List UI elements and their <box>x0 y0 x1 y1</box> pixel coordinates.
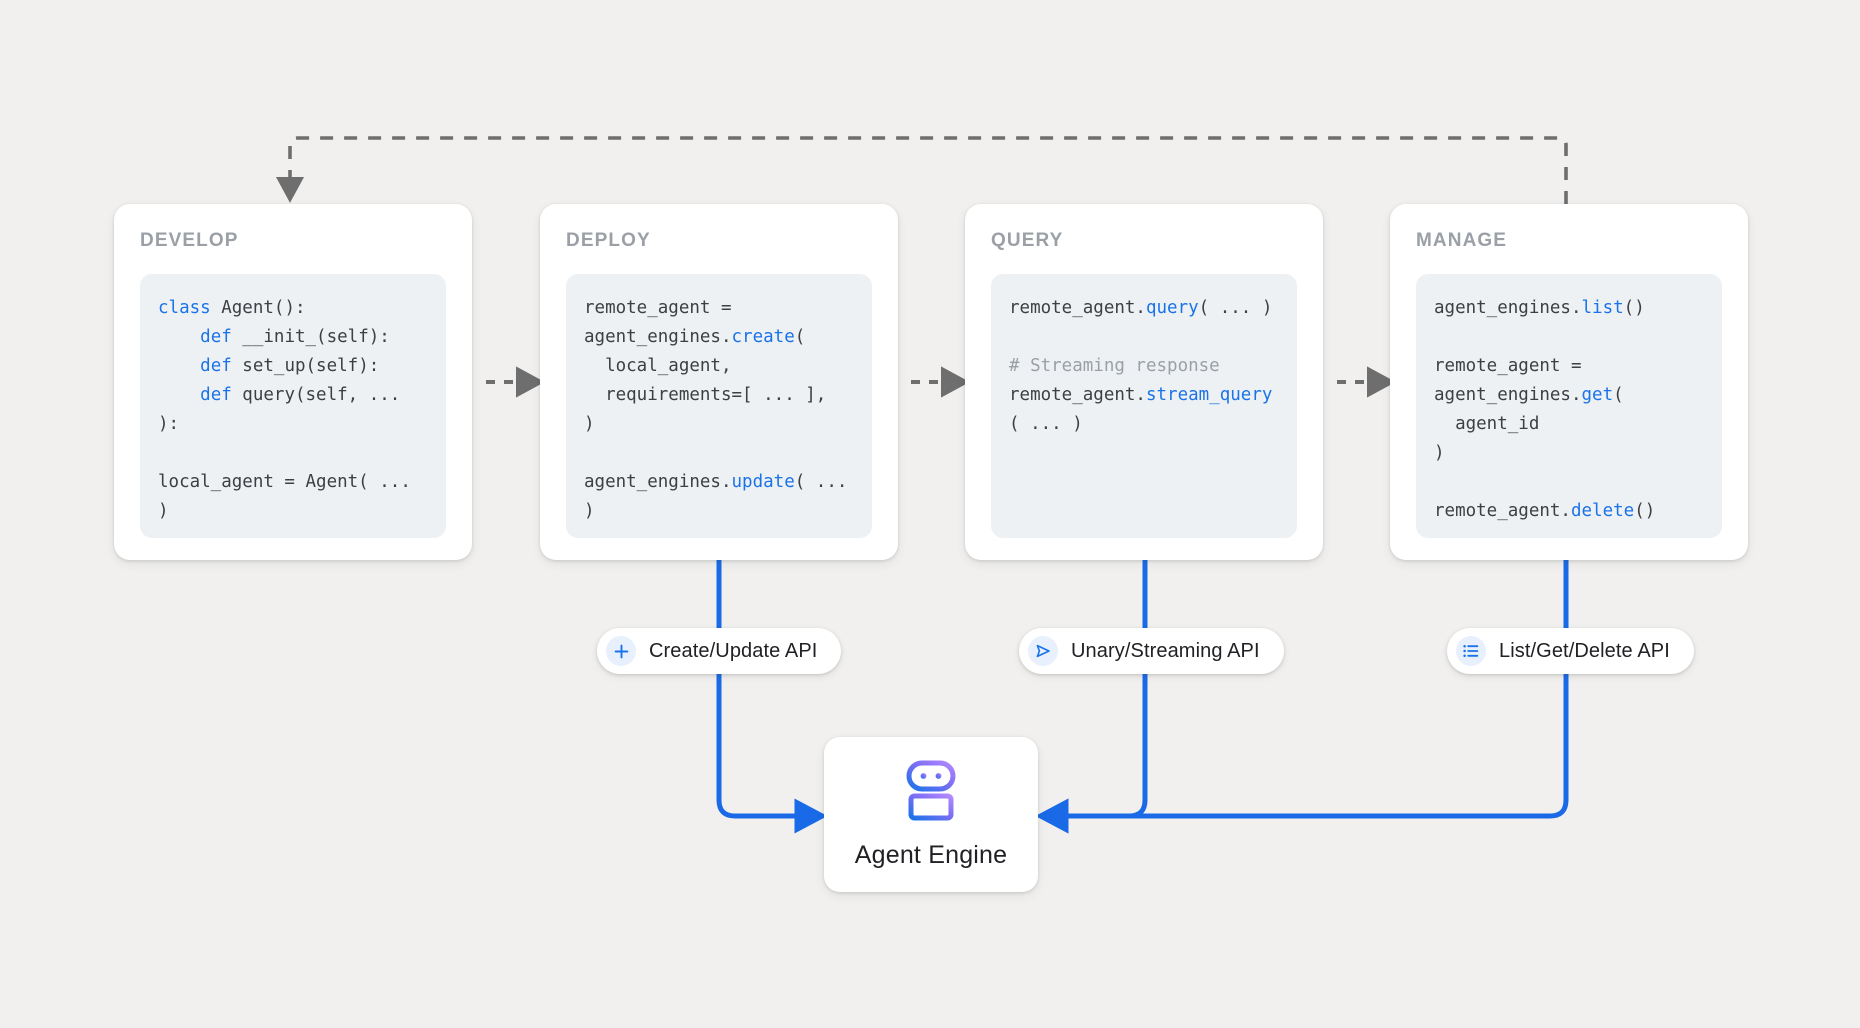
list-icon <box>1456 636 1486 666</box>
agent-engine-label: Agent Engine <box>854 840 1008 869</box>
feedback-loop-arrow <box>275 136 1568 204</box>
stage-card-query[interactable]: QUERY remote_agent.query( ... ) # Stream… <box>965 204 1323 560</box>
stage-card-deploy[interactable]: DEPLOY remote_agent = agent_engines.crea… <box>540 204 898 560</box>
api-pill-list-get-delete[interactable]: List/Get/Delete API <box>1447 628 1694 674</box>
api-pill-create-update[interactable]: Create/Update API <box>597 628 842 674</box>
stage-title-develop: DEVELOP <box>140 230 239 251</box>
stage-title-manage: MANAGE <box>1416 230 1508 251</box>
stage-card-develop[interactable]: DEVELOP class Agent(): def __init_(self)… <box>114 204 472 560</box>
api-pill-unary-streaming[interactable]: Unary/Streaming API <box>1019 628 1284 674</box>
code-block-develop: class Agent(): def __init_(self): def se… <box>140 274 446 538</box>
send-icon <box>1028 636 1058 666</box>
api-pill-label: List/Get/Delete API <box>1499 639 1670 662</box>
code-block-query: remote_agent.query( ... ) # Streaming re… <box>991 274 1297 538</box>
agent-engine-node[interactable]: Agent Engine <box>824 737 1038 892</box>
stage-title-deploy: DEPLOY <box>566 230 651 251</box>
code-block-deploy: remote_agent = agent_engines.create( loc… <box>566 274 872 538</box>
api-pill-label: Create/Update API <box>649 639 818 662</box>
stage-card-manage[interactable]: MANAGE agent_engines.list() remote_agent… <box>1390 204 1748 560</box>
robot-icon <box>895 760 967 827</box>
code-block-manage: agent_engines.list() remote_agent = agen… <box>1416 274 1722 538</box>
wire-query-to-agent-engine <box>1035 560 1148 834</box>
plus-icon <box>606 636 636 666</box>
stage-title-query: QUERY <box>991 230 1064 251</box>
wire-manage-to-agent-engine <box>1035 560 1569 834</box>
api-pill-label: Unary/Streaming API <box>1071 639 1260 662</box>
wire-deploy-to-agent-engine <box>716 560 828 834</box>
